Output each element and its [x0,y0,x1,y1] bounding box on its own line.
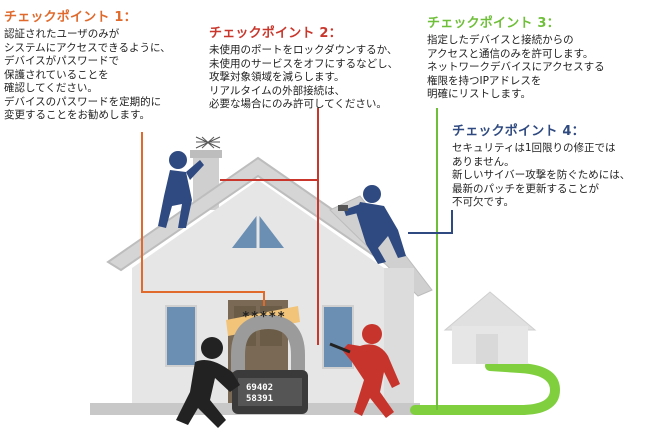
password-label: ***** [241,310,287,325]
checkpoint-3-body: 指定したデバイスと接続からの アクセスと通信のみを許可します。 ネットワークデバ… [427,34,647,102]
checkpoint-1-line: 保護されていることを [4,68,109,81]
checkpoint-2-line: 未使用のサービスをオフにするなどし、 [209,57,399,70]
left-window [165,305,197,367]
checkpoint-1: チェックポイント 1： 認証されたユーザのみが システムにアクセスできるように、… [4,10,204,123]
checkpoint-4-title: チェックポイント 4： [452,124,585,139]
checkpoint-1-line: デバイスがパスワードで [4,55,120,67]
checkpoint-2-line: 必要な場合にのみ許可してください。 [209,98,387,110]
checkpoint-2-title: チェックポイント 2： [209,26,342,41]
checkpoint-4-line: 最新のパッチを更新することが [452,182,599,195]
checkpoint-4-line: セキュリティは1回限りの修正では [452,142,616,154]
checkpoint-4-line: 新しいサイバー攻撃を防ぐためには、 [452,169,631,181]
chimney-mesh [195,136,221,149]
checkpoint-1-line: 変更することをお勧めします。 [4,109,150,121]
checkpoint-4-body: セキュリティは1回限りの修正では ありません。 新しいサイバー攻撃を防ぐためには… [452,142,647,210]
neighbor-house [443,291,537,364]
checkpoint-1-title: チェックポイント 1： [4,10,137,25]
cp1-connector [141,132,265,306]
lock-digits-2: 58391 [246,394,274,404]
cp4-connector [408,210,453,234]
attacker-icon [342,324,400,418]
green-path [410,361,561,415]
attic-window [232,214,284,248]
lock-digits-1: 69402 [246,383,274,393]
hacker-icon [176,337,240,428]
checkpoint-3-line: 明確にリストします。 [427,88,531,100]
right-window [322,305,354,369]
checkpoint-1-line: システムにアクセスできるように、 [4,41,171,54]
checkpoint-2-line: 未使用のポートをロックダウンするか、 [209,44,398,56]
checkpoint-4: チェックポイント 4： セキュリティは1回限りの修正では ありません。 新しいサ… [452,124,647,210]
checkpoint-3-line: 指定したデバイスと接続からの [427,34,574,46]
checkpoint-1-body: 認証されたユーザのみが システムにアクセスできるように、 デバイスがパスワードで… [4,28,204,123]
checkpoint-1-line: 認証されたユーザのみが [4,28,120,40]
checkpoint-2: チェックポイント 2： 未使用のポートをロックダウンするか、 未使用のサービスを… [209,26,429,112]
checkpoint-2-line: 攻撃対象領域を減らします。 [209,71,345,83]
checkpoint-2-body: 未使用のポートをロックダウンするか、 未使用のサービスをオフにするなどし、 攻撃… [209,44,429,112]
repair-worker-icon [338,185,406,264]
checkpoint-4-line: 不可欠です。 [452,196,514,208]
worker-icon [158,151,204,228]
checkpoint-2-line: リアルタイムの外部接続は、 [209,84,346,97]
checkpoint-3-title: チェックポイント 3： [427,16,560,31]
checkpoint-4-line: ありません。 [452,155,515,168]
checkpoint-1-line: 確認してください。 [4,82,98,94]
checkpoint-3-line: アクセスと通信のみを許可します。 [427,47,594,60]
checkpoint-3: チェックポイント 3： 指定したデバイスと接続からの アクセスと通信のみを許可し… [427,16,647,102]
checkpoint-3-line: ネットワークデバイスにアクセスする [427,61,605,73]
checkpoint-1-line: デバイスのパスワードを定期的に [4,95,162,108]
lock-icon [231,314,308,414]
checkpoint-3-line: 権限を持つIPアドレスを [427,74,542,87]
